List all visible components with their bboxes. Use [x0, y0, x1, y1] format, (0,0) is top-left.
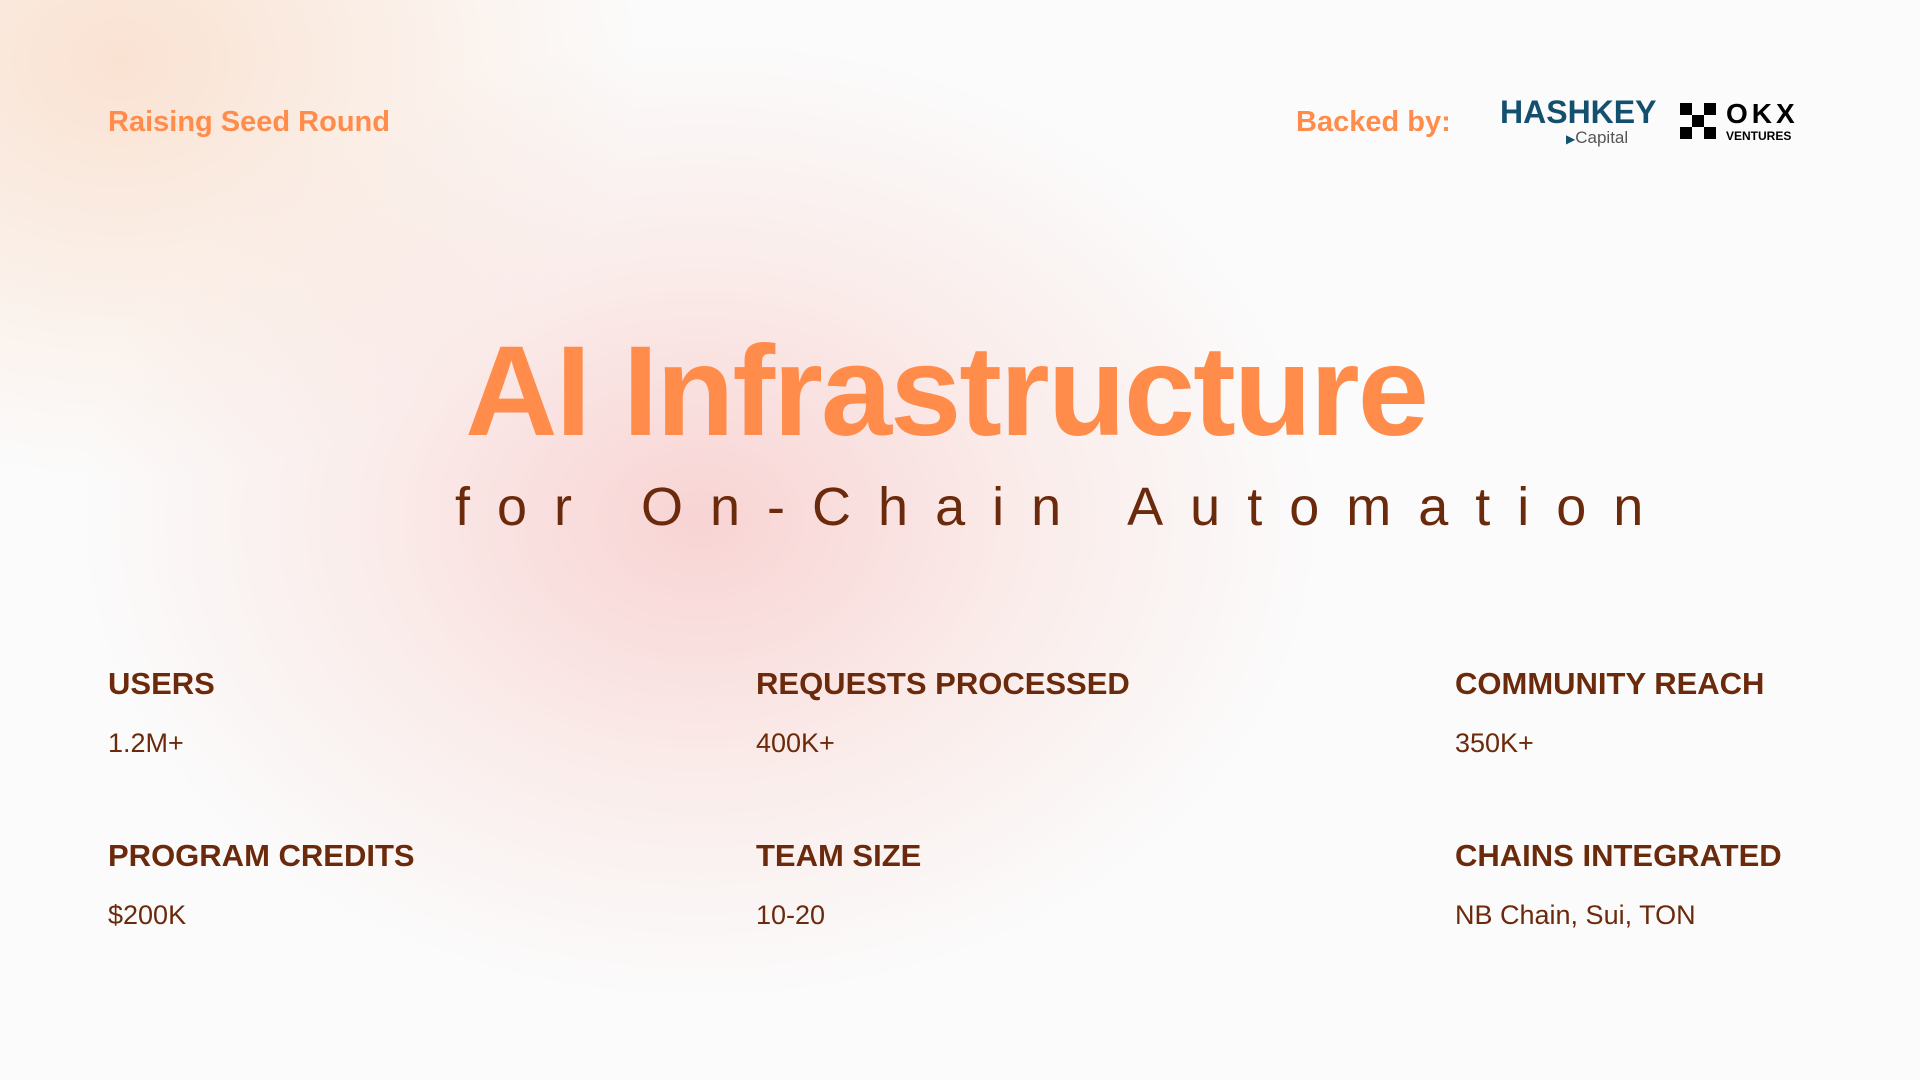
stat-value: NB Chain, Sui, TON [1455, 900, 1696, 930]
stat-community: COMMUNITY REACH 350K+ [1455, 666, 1764, 759]
stat-value: 1.2M+ [108, 728, 184, 758]
okx-ventures-logo: OKX VENTURES [1680, 100, 1799, 142]
funding-status: Raising Seed Round [108, 106, 390, 138]
stat-chains: CHAINS INTEGRATED NB Chain, Sui, TON [1455, 838, 1782, 931]
stat-label: COMMUNITY REACH [1455, 666, 1765, 701]
stat-requests: REQUESTS PROCESSED 400K+ [756, 666, 1130, 759]
hashkey-logo-text: HASHKEY [1500, 94, 1657, 130]
hero-subtitle: for On-Chain Automation [455, 477, 1671, 537]
stat-value: $200K [108, 900, 187, 930]
stat-label: REQUESTS PROCESSED [756, 666, 1130, 701]
triangle-icon: ▶ [1566, 132, 1576, 146]
hero-title: AI Infrastructure [465, 320, 1429, 463]
okx-logo-text: OKX [1726, 98, 1799, 129]
hashkey-capital-logo: HASHKEY ▶Capital [1500, 94, 1657, 150]
hashkey-logo-subtext: ▶Capital [1566, 128, 1650, 149]
stat-label: USERS [108, 666, 215, 701]
hashkey-capital-text: Capital [1575, 128, 1629, 147]
okx-checker-icon [1680, 103, 1716, 139]
stat-users: USERS 1.2M+ [108, 666, 215, 759]
okx-ventures-text: VENTURES [1726, 129, 1792, 143]
backed-by-label: Backed by: [1296, 106, 1451, 138]
stat-value: 400K+ [756, 728, 835, 758]
stat-label: CHAINS INTEGRATED [1455, 838, 1782, 873]
stat-label: PROGRAM CREDITS [108, 838, 415, 873]
stat-program-credits: PROGRAM CREDITS $200K [108, 838, 415, 931]
stat-label: TEAM SIZE [756, 838, 922, 873]
stat-value: 10-20 [756, 900, 826, 930]
stat-value: 350K+ [1455, 728, 1534, 758]
stat-team-size: TEAM SIZE 10-20 [756, 838, 921, 931]
